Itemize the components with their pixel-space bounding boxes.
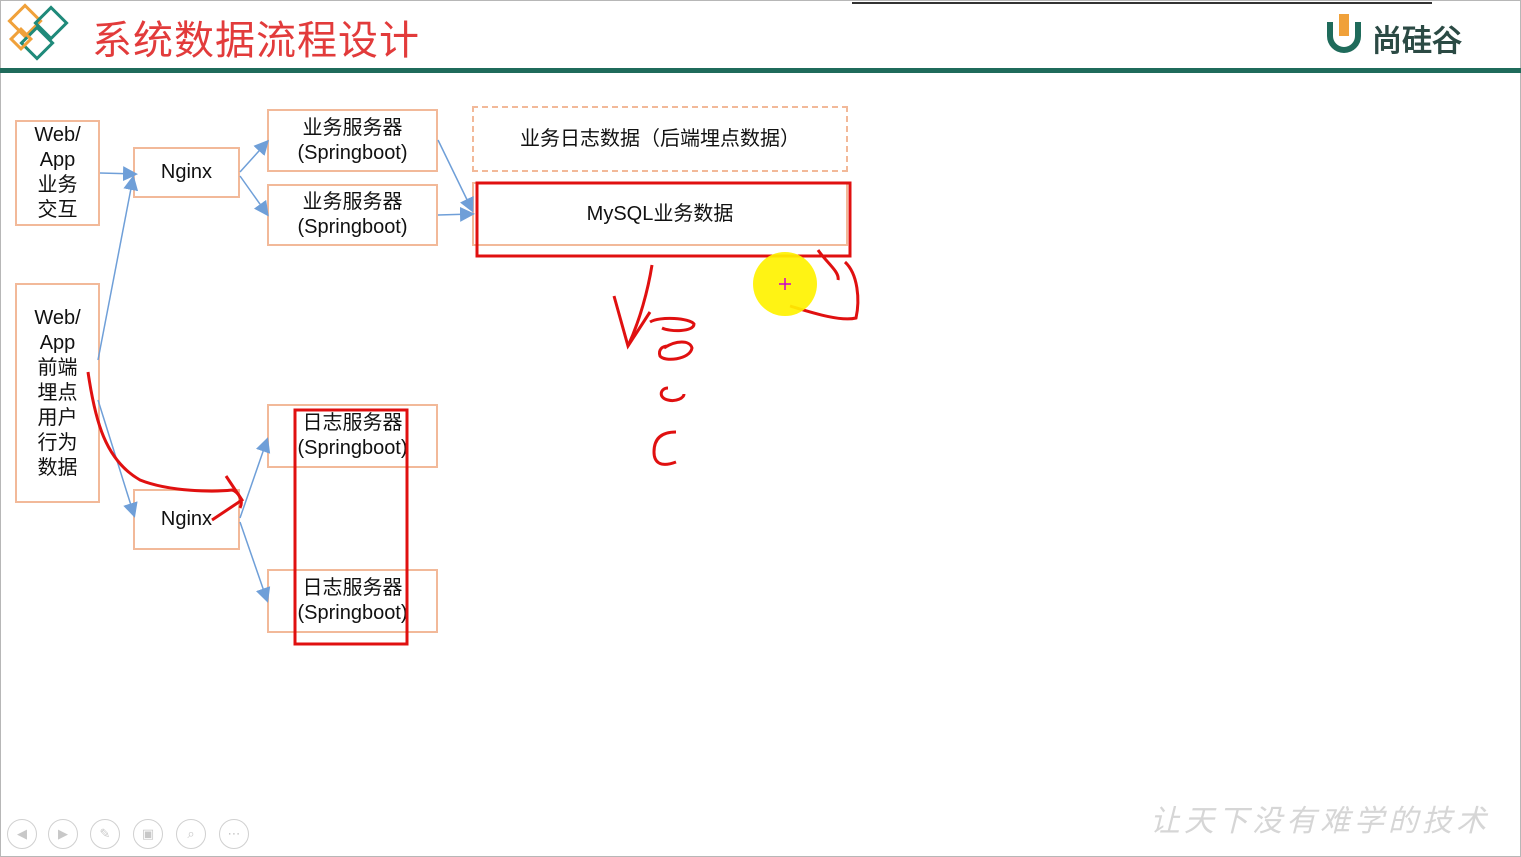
biz-server-2-box: 业务服务器 (Springboot) <box>267 184 438 246</box>
red-annotations <box>86 181 860 646</box>
slide-title: 系统数据流程设计 <box>92 18 420 64</box>
logo-icon <box>7 3 69 61</box>
flow-arrows <box>97 139 475 603</box>
zoom-icon[interactable]: ⌕ <box>176 819 206 849</box>
backend-log-data-box: 业务日志数据（后端埋点数据） <box>472 106 848 172</box>
top-rule <box>852 2 1432 4</box>
brand-logo-icon <box>1327 14 1361 53</box>
pen-icon[interactable]: ✎ <box>90 819 120 849</box>
slogan: 让天下没有难学的技术 <box>1150 804 1490 839</box>
client-business-box: Web/ App 业务 交互 <box>15 120 100 226</box>
header-rule <box>0 68 1521 73</box>
more-icon[interactable]: ⋯ <box>219 819 249 849</box>
client-tracking-box: Web/ App 前端 埋点 用户 行为 数据 <box>15 283 100 503</box>
slides-icon[interactable]: ▣ <box>133 819 163 849</box>
nginx-top-box: Nginx <box>133 147 240 198</box>
brand-name: 尚硅谷 <box>1372 24 1462 59</box>
prev-icon[interactable]: ◀ <box>7 819 37 849</box>
pointer-cross-icon <box>779 278 791 290</box>
biz-server-1-box: 业务服务器 (Springboot) <box>267 109 438 172</box>
nginx-bottom-box: Nginx <box>133 489 240 550</box>
next-icon[interactable]: ▶ <box>48 819 78 849</box>
